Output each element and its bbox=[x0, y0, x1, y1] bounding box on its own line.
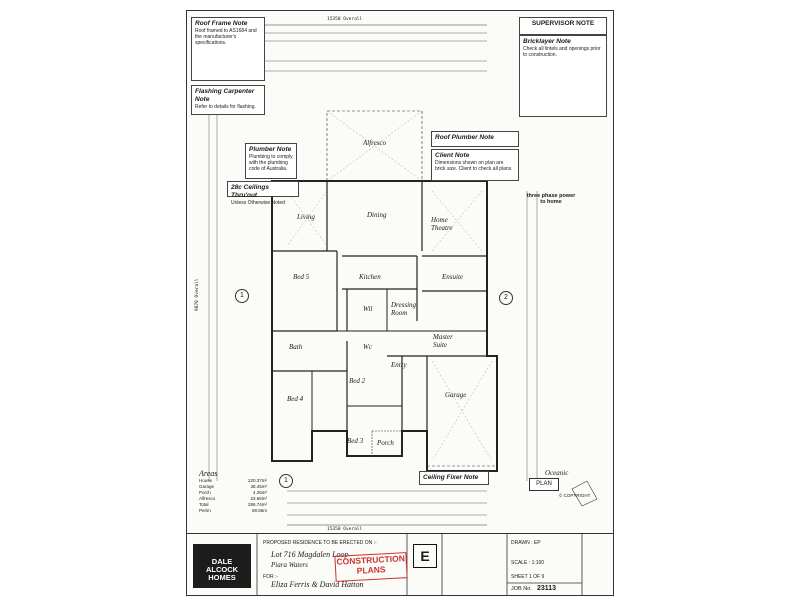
roof-plumber-note: Roof Plumber Note bbox=[431, 131, 519, 147]
suburb: Piara Waters bbox=[271, 561, 308, 569]
room-bed-2: Bed 2 bbox=[349, 377, 366, 385]
area-label: Porch bbox=[199, 490, 211, 495]
area-value: 23.66m² bbox=[250, 496, 267, 501]
overall-dimension-bottom: 15350 Overall bbox=[327, 527, 363, 532]
room-wc: Wc bbox=[363, 343, 372, 351]
area-label: Alfresco bbox=[199, 496, 216, 501]
room-wil: Wil bbox=[363, 305, 373, 313]
room-bath: Bath bbox=[289, 343, 303, 351]
room-dining: Dining bbox=[367, 211, 387, 219]
bricklayer-note: Bricklayer Note Check all lintels and op… bbox=[519, 35, 607, 117]
room-alfresco: Alfresco bbox=[363, 139, 387, 147]
area-row: House 220.37m² bbox=[199, 478, 267, 484]
supervisor-note: SUPERVISOR NOTE bbox=[519, 17, 607, 35]
three-phase-power-note: three phase power to home bbox=[526, 193, 576, 205]
copyright: © COPYRIGHT bbox=[559, 493, 591, 498]
room-dressing-room: Dressing Room bbox=[391, 301, 417, 317]
overall-dimension-top: 15350 Overall bbox=[327, 17, 363, 22]
area-label: Garage bbox=[199, 484, 215, 489]
lot-address: Lot 716 Magdalen Loop bbox=[271, 550, 349, 559]
floor-plan-drawing bbox=[208, 24, 598, 595]
floor-plan-sheet: Roof Frame Note Roof framed to AS1684 an… bbox=[186, 10, 614, 596]
room-porch: Porch bbox=[377, 439, 394, 447]
ceilings-note: 28c Ceilings Thru'out Unless Otherwise N… bbox=[227, 181, 299, 206]
room-bed-4: Bed 4 bbox=[287, 395, 304, 403]
north-compass bbox=[571, 480, 598, 507]
area-value: 38.45m² bbox=[250, 484, 267, 489]
area-row: Garage 38.45m² bbox=[199, 484, 267, 490]
room-entry: Entry bbox=[391, 361, 407, 369]
range-name: Oceanic bbox=[545, 469, 569, 477]
grid-marker-1-bottom: 1 bbox=[279, 474, 293, 488]
area-row: Perim 88.56m bbox=[199, 508, 267, 514]
plan-label: PLAN bbox=[529, 478, 559, 491]
job-label: JOB No. bbox=[511, 586, 532, 592]
room-bed-3: Bed 3 bbox=[347, 437, 364, 445]
for-label: FOR :- bbox=[263, 574, 278, 580]
room-master-suite: Master Suite bbox=[433, 333, 453, 349]
area-value: 286.74m² bbox=[247, 502, 267, 507]
area-label: Total bbox=[199, 502, 209, 507]
dale-alcock-logo: DALE ALCOCK HOMES bbox=[193, 544, 251, 588]
grid-marker-1: 1 bbox=[235, 289, 249, 303]
area-value: 88.56m bbox=[251, 508, 267, 513]
area-label: Perim bbox=[199, 508, 211, 513]
drawn-by: DRAWN : EP bbox=[511, 540, 541, 546]
grid-marker-2: 2 bbox=[499, 291, 513, 305]
title-block: DALE ALCOCK HOMES PROPOSED RESIDENCE TO … bbox=[187, 533, 613, 596]
area-label: House bbox=[199, 478, 213, 483]
room-home-theatre: Home Theatre bbox=[431, 216, 453, 232]
elevation-e-mark: E bbox=[413, 544, 437, 568]
overall-dimension-left: 9870 Overall bbox=[195, 278, 200, 311]
flashing-carpenter-note: Flashing Carpenter Note Refer to details… bbox=[191, 85, 265, 115]
area-row: Alfresco 23.66m² bbox=[199, 496, 267, 502]
area-row: Total 286.74m² bbox=[199, 502, 267, 508]
proposed-label: PROPOSED RESIDENCE TO BE ERECTED ON :- bbox=[263, 540, 377, 546]
client-note: Client Note Dimensions shown on plan are… bbox=[431, 149, 519, 181]
ceiling-fixer-note: Ceiling Fixer Note bbox=[419, 471, 489, 485]
construction-plans-stamp: CONSTRUCTION PLANS bbox=[334, 552, 408, 582]
plumber-note: Plumber Note Plumbing to comply with the… bbox=[245, 143, 297, 179]
room-garage: Garage bbox=[445, 391, 467, 399]
area-value: 220.37m² bbox=[247, 478, 267, 483]
area-value: 4.26m² bbox=[252, 490, 267, 495]
scale: SCALE : 1:100 bbox=[511, 560, 545, 566]
area-row: Porch 4.26m² bbox=[199, 490, 267, 496]
room-kitchen: Kitchen bbox=[359, 273, 381, 281]
job-number: 23113 bbox=[537, 585, 557, 592]
room-living: Living bbox=[297, 213, 315, 221]
house-outer-wall bbox=[271, 180, 498, 472]
sheet-number: SHEET 1 OF 9 bbox=[511, 574, 545, 580]
roof-frame-note: Roof Frame Note Roof framed to AS1684 an… bbox=[191, 17, 265, 81]
room-bed-5: Bed 5 bbox=[293, 273, 310, 281]
client-name: Eliza Ferris & David Hatton bbox=[271, 580, 364, 589]
room-ensuite: Ensuite bbox=[442, 273, 463, 281]
